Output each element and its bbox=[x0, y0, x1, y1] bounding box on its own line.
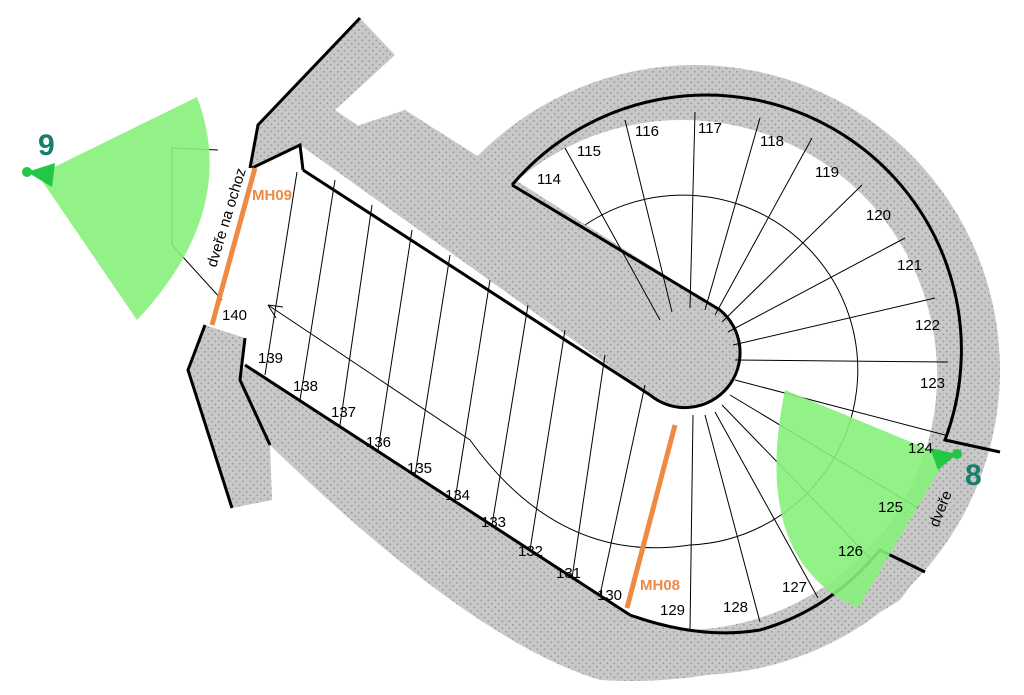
step-number: 133 bbox=[481, 514, 506, 531]
step-number: 125 bbox=[878, 499, 903, 516]
step-number: 124 bbox=[908, 440, 933, 457]
left-entrance-wall bbox=[188, 325, 272, 508]
marker-mh09-label: MH09 bbox=[252, 187, 292, 204]
step-number: 134 bbox=[445, 487, 470, 504]
step-number: 135 bbox=[407, 460, 432, 477]
step-number: 129 bbox=[660, 602, 685, 619]
spiral-step-numbers: 114 115 116 117 118 119 120 121 122 123 … bbox=[537, 120, 945, 619]
straight-step-lines bbox=[264, 171, 646, 596]
step-number: 130 bbox=[597, 587, 622, 604]
step-number: 140 bbox=[222, 307, 247, 324]
step-number: 121 bbox=[897, 257, 922, 274]
camera-9-label: 9 bbox=[38, 129, 55, 162]
upper-left-wall bbox=[250, 18, 445, 185]
step-number: 138 bbox=[293, 378, 318, 395]
step-number: 119 bbox=[815, 164, 839, 181]
step-number: 136 bbox=[366, 434, 391, 451]
step-number: 117 bbox=[698, 120, 722, 137]
step-number: 122 bbox=[915, 317, 940, 334]
central-pillar bbox=[300, 110, 741, 408]
step-number: 116 bbox=[635, 123, 659, 140]
step-number: 123 bbox=[920, 375, 945, 392]
marker-mh08-bar bbox=[624, 424, 678, 609]
camera-9-icon bbox=[22, 163, 55, 187]
straight-flight-area bbox=[208, 145, 680, 615]
straight-step-numbers: 130 131 132 133 134 135 136 137 138 139 … bbox=[222, 307, 622, 604]
step-number: 131 bbox=[556, 565, 581, 582]
step-number: 120 bbox=[866, 207, 891, 224]
step-number: 132 bbox=[518, 543, 543, 560]
camera-8-view bbox=[776, 390, 947, 608]
step-number: 115 bbox=[577, 143, 601, 160]
step-number: 126 bbox=[838, 543, 863, 560]
marker-mh08-label: MH08 bbox=[640, 577, 680, 594]
step-number: 137 bbox=[331, 404, 356, 421]
step-number: 118 bbox=[760, 133, 784, 150]
step-number: 128 bbox=[723, 599, 748, 616]
step-number: 114 bbox=[537, 171, 561, 188]
camera-8-label: 8 bbox=[965, 459, 982, 492]
lower-wall-band bbox=[240, 365, 930, 681]
step-number: 127 bbox=[782, 579, 807, 596]
camera-9-view bbox=[38, 97, 210, 320]
camera-8-icon bbox=[930, 448, 962, 470]
marker-mh09-bar bbox=[209, 167, 258, 326]
step-number: 139 bbox=[258, 350, 283, 367]
